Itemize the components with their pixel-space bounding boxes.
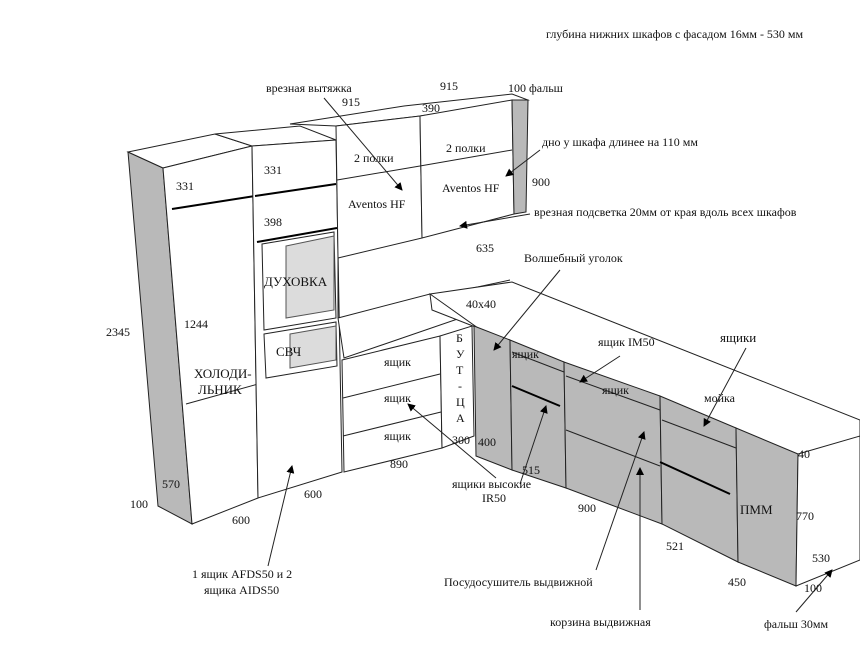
- afds-label-1: 1 ящик AFDS50 и 2: [192, 567, 292, 581]
- dim-label: 450: [728, 575, 746, 589]
- drawer-label-1: ящик: [384, 355, 411, 369]
- dim-label: 915: [342, 95, 360, 109]
- false30-arrow: [795, 569, 833, 613]
- bottle-letter: -: [458, 379, 462, 393]
- false30-label: фальш 30мм: [764, 617, 829, 631]
- dimensions: 915 915 390 331 331 398 900 635 40x40 23…: [106, 79, 830, 595]
- dim-label: 400: [478, 435, 496, 449]
- magic-corner-label: Волшебный уголок: [524, 251, 623, 265]
- dish-dryer-label: Посудосушитель выдвижной: [444, 575, 593, 589]
- dim-label: 900: [532, 175, 550, 189]
- tall-drawers-label-2: IR50: [482, 491, 506, 505]
- dim-label: 530: [812, 551, 830, 565]
- aventos-label-right: Aventos HF: [442, 181, 500, 195]
- magic-corner-arrow: [493, 269, 561, 351]
- afds-label-2: ящика AIDS50: [204, 583, 279, 597]
- sink-label: мойка: [704, 391, 736, 405]
- sink-top-line: [661, 419, 737, 449]
- dim-label: 570: [162, 477, 180, 491]
- hood-arrow: [323, 97, 403, 191]
- bottle-letter: Ц: [456, 395, 465, 409]
- fridge-label-1: ХОЛОДИ-: [194, 366, 252, 381]
- microwave-niche-back: [289, 325, 337, 369]
- dim-label: 515: [522, 463, 540, 477]
- dim-label: 915: [440, 79, 458, 93]
- dim-label: 1244: [184, 317, 208, 331]
- dim-label: 100: [804, 581, 822, 595]
- bottle-unit: [439, 325, 475, 449]
- dim-label: 600: [304, 487, 322, 501]
- dim-label: 40: [798, 447, 810, 461]
- dim-label: 890: [390, 457, 408, 471]
- microwave-label: СВЧ: [276, 344, 302, 359]
- end-panel: [795, 435, 860, 587]
- bottle-letter: Т: [456, 363, 464, 377]
- bottom-longer-label: дно у шкафа длинее на 110 мм: [542, 135, 698, 149]
- lighting-label: врезная подсветка 20мм от края вдоль все…: [534, 205, 797, 219]
- sink-handle: [659, 461, 731, 495]
- tall-drawer-arrow-1: [519, 405, 548, 485]
- dim-label: 521: [666, 539, 684, 553]
- oven-label: ДУХОВКА: [264, 274, 328, 289]
- basket-label: корзина выдвижная: [550, 615, 651, 629]
- fridge-door-split: [185, 383, 259, 405]
- drawer-label-right-1: ящик: [512, 347, 539, 361]
- dim-label: 390: [422, 101, 440, 115]
- upper-right-split: [419, 149, 513, 167]
- dim-label: 770: [796, 509, 814, 523]
- dim-label: 900: [578, 501, 596, 515]
- im50-label: ящик IM50: [598, 335, 655, 349]
- bottle-letter: Б: [456, 331, 463, 345]
- oven-column-top-line: [254, 183, 337, 197]
- dim-label: 398: [264, 215, 282, 229]
- bottle-letter: У: [456, 347, 465, 361]
- dim-label: 100: [130, 497, 148, 511]
- tall-drawers-label-1: ящики высокие: [452, 477, 531, 491]
- afds-arrow: [267, 465, 295, 567]
- fridge-shelf-line: [171, 195, 256, 210]
- im50-arrow: [579, 355, 621, 383]
- drawers-arrow: [703, 347, 747, 427]
- dim-label: 600: [232, 513, 250, 527]
- drawer-label-right-2: ящик: [602, 383, 629, 397]
- drawer-label-3: ящик: [384, 429, 411, 443]
- oven-column-mid-line: [256, 227, 338, 243]
- upper-cabinet-left: [335, 115, 423, 259]
- aventos-label-left: Aventos HF: [348, 197, 406, 211]
- drawer-divider-1: [342, 373, 441, 399]
- false-top-label: 100 фальш: [508, 81, 564, 95]
- drawer-handle-1: [511, 385, 561, 407]
- drawer-top-line-1: [511, 351, 565, 373]
- bottle-letter: А: [456, 411, 465, 425]
- drawers-label: ящики: [720, 330, 756, 345]
- dim-label: 300: [452, 433, 470, 447]
- drawer-label-2: ящик: [384, 391, 411, 405]
- drawer-divider-2: [342, 411, 442, 437]
- pmm-label: ПММ: [740, 502, 773, 517]
- shelves-label-right: 2 полки: [446, 141, 486, 155]
- upper-left-split: [336, 165, 421, 181]
- dim-label: 40x40: [466, 297, 496, 311]
- dim-label: 331: [264, 163, 282, 177]
- bottle-rack-letters: Б У Т - Ц А: [456, 331, 465, 425]
- tall-drawer-arrow-2: [407, 403, 497, 479]
- dim-label: 2345: [106, 325, 130, 339]
- dim-label: 331: [176, 179, 194, 193]
- bottom-longer-arrow: [505, 149, 541, 177]
- oven-niche-back: [285, 235, 335, 319]
- lighting-arrow: [459, 213, 531, 229]
- hood-label: врезная вытяжка: [266, 81, 352, 95]
- shelves-label-left: 2 полки: [354, 151, 394, 165]
- note-top: глубина нижних шкафов с фасадом 16мм - 5…: [546, 27, 804, 41]
- upper-cabinet-right: [419, 99, 515, 239]
- upper-false-panel: [511, 99, 529, 215]
- dim-label: 635: [476, 241, 494, 255]
- drawer-split-2: [565, 429, 661, 467]
- dish-dryer-arrow: [595, 431, 646, 571]
- fridge-label-2: ЛЬНИК: [198, 382, 242, 397]
